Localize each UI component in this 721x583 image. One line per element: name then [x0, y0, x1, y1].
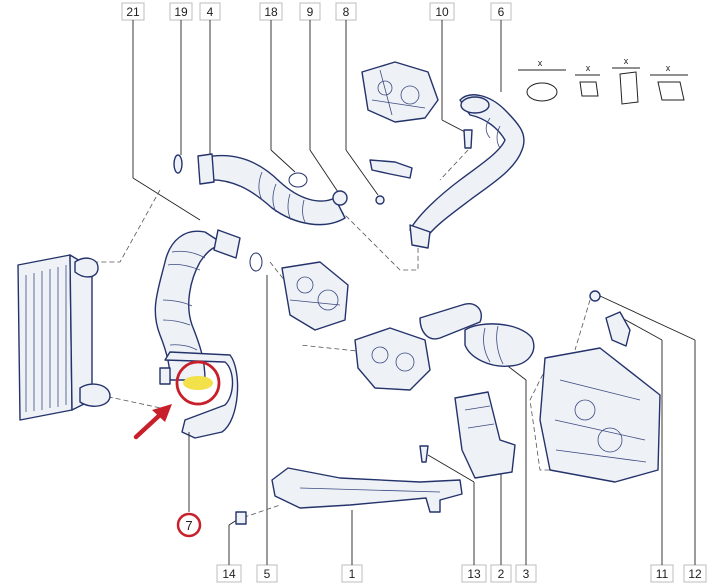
bolt-10	[463, 129, 473, 149]
air-intake-duct	[409, 94, 525, 249]
svg-text:11: 11	[656, 567, 669, 581]
svg-text:4: 4	[207, 5, 214, 19]
svg-text:9: 9	[307, 5, 314, 19]
tool-3-icon: x	[612, 56, 640, 105]
callout-11: 11	[621, 317, 674, 583]
callout-8: 8	[335, 2, 379, 196]
svg-text:x: x	[538, 58, 543, 68]
intercooler	[17, 254, 111, 421]
tool-1-icon: x	[518, 58, 566, 102]
callout-1: 1	[341, 510, 363, 583]
air-box-housing	[539, 347, 661, 483]
nut-12	[589, 290, 601, 302]
hose-clamp	[173, 154, 183, 174]
svg-text:21: 21	[126, 5, 140, 19]
callout-4: 4	[199, 2, 221, 155]
small-duct-8	[369, 159, 413, 205]
svg-text:1: 1	[349, 567, 356, 581]
turbo-assembly	[361, 61, 439, 123]
support-bracket-1	[271, 467, 463, 513]
callout-13: 13	[427, 454, 487, 583]
svg-text:5: 5	[264, 567, 271, 581]
bolt-9	[332, 190, 348, 206]
svg-text:13: 13	[467, 567, 481, 581]
svg-text:6: 6	[498, 5, 505, 19]
red-arrow-icon	[133, 404, 172, 440]
tool-4-icon: x	[650, 63, 688, 101]
svg-text:18: 18	[264, 5, 278, 19]
callout-9: 9	[299, 2, 341, 196]
screw-13	[419, 445, 429, 463]
callout-5: 5	[256, 275, 278, 583]
tool-2-icon: x	[575, 63, 600, 97]
callout-19: 19	[169, 2, 193, 155]
svg-text:10: 10	[435, 5, 449, 19]
o-ring-18	[288, 172, 308, 188]
callout-10: 10	[429, 2, 466, 133]
callout-6: 6	[490, 2, 512, 92]
callout-18: 18	[259, 2, 296, 173]
svg-text:x: x	[666, 63, 671, 73]
svg-text:8: 8	[343, 5, 350, 19]
callout-21: 21	[121, 2, 201, 221]
svg-text:2: 2	[498, 567, 505, 581]
charge-air-hose-upper	[197, 153, 346, 226]
callout-2: 2	[490, 470, 512, 583]
charge-air-hose-lower	[154, 229, 241, 439]
callout-7: 7	[176, 432, 202, 538]
svg-text:7: 7	[185, 518, 192, 533]
svg-text:19: 19	[174, 5, 188, 19]
svg-text:x: x	[586, 63, 591, 73]
callout-3: 3	[499, 359, 537, 583]
seal-ring-5	[249, 252, 263, 272]
resonator-3	[419, 303, 535, 367]
highlight-circle	[175, 360, 221, 406]
svg-text:12: 12	[688, 567, 702, 581]
air-box-bracket-2	[454, 391, 516, 479]
svg-text:3: 3	[523, 567, 530, 581]
throttle-body	[281, 261, 349, 331]
svg-text:14: 14	[222, 567, 236, 581]
callout-12: 12	[599, 295, 707, 583]
torque-spec-icons: x x x x	[518, 56, 688, 105]
clip-14	[235, 511, 247, 525]
svg-text:x: x	[624, 56, 629, 66]
callout-14: 14	[216, 517, 242, 583]
bracket-11	[605, 311, 631, 347]
air-filter-housing	[354, 327, 431, 391]
